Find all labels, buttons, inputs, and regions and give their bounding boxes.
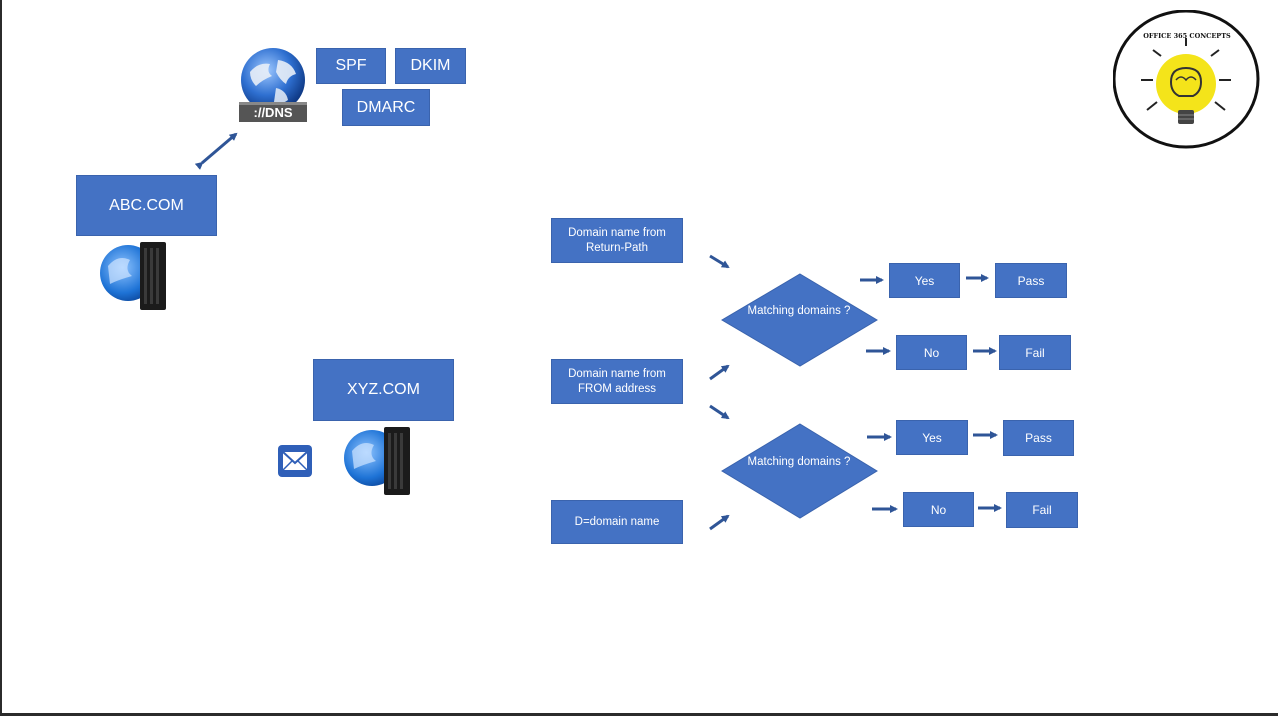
envelope-icon — [277, 444, 313, 478]
bottom-yes-box: Yes — [896, 420, 968, 455]
source-from-address: Domain name from FROM address — [551, 359, 683, 404]
top-yes-box: Yes — [889, 263, 960, 298]
arrow-from-down — [709, 404, 730, 420]
dmarc-box: DMARC — [342, 89, 430, 126]
decision-diamond-top — [721, 273, 878, 367]
logo-text: OFFICE 365 CONCEPTS — [1143, 32, 1231, 40]
dns-label: ://DNS — [253, 105, 293, 120]
bottom-no-box: No — [903, 492, 974, 527]
top-pass-box: Pass — [995, 263, 1067, 298]
decision-bottom-label: Matching domains ? — [747, 456, 851, 468]
top-no-box: No — [896, 335, 967, 370]
spf-box: SPF — [316, 48, 386, 84]
dns-link-arrow — [194, 132, 238, 170]
decision-top-label: Matching domains ? — [747, 305, 851, 317]
dkim-box: DKIM — [395, 48, 466, 84]
lightbulb-brain-logo-icon: OFFICE 365 CONCEPTS — [1112, 9, 1261, 150]
arrow-from-up — [709, 364, 730, 381]
arrow-d-domain — [709, 514, 730, 531]
abc-server-box: ABC.COM — [76, 175, 217, 236]
globe-dns-icon: ://DNS — [236, 46, 310, 124]
decision-diamond-bottom — [721, 423, 878, 519]
arrow-return-path — [709, 254, 730, 269]
top-fail-box: Fail — [999, 335, 1071, 370]
bottom-fail-box: Fail — [1006, 492, 1078, 528]
bottom-pass-box: Pass — [1003, 420, 1074, 456]
xyz-server-box: XYZ.COM — [313, 359, 454, 421]
source-d-domain: D=domain name — [551, 500, 683, 544]
server-globe-icon — [342, 425, 416, 497]
source-return-path: Domain name from Return-Path — [551, 218, 683, 263]
server-globe-icon — [98, 240, 172, 312]
